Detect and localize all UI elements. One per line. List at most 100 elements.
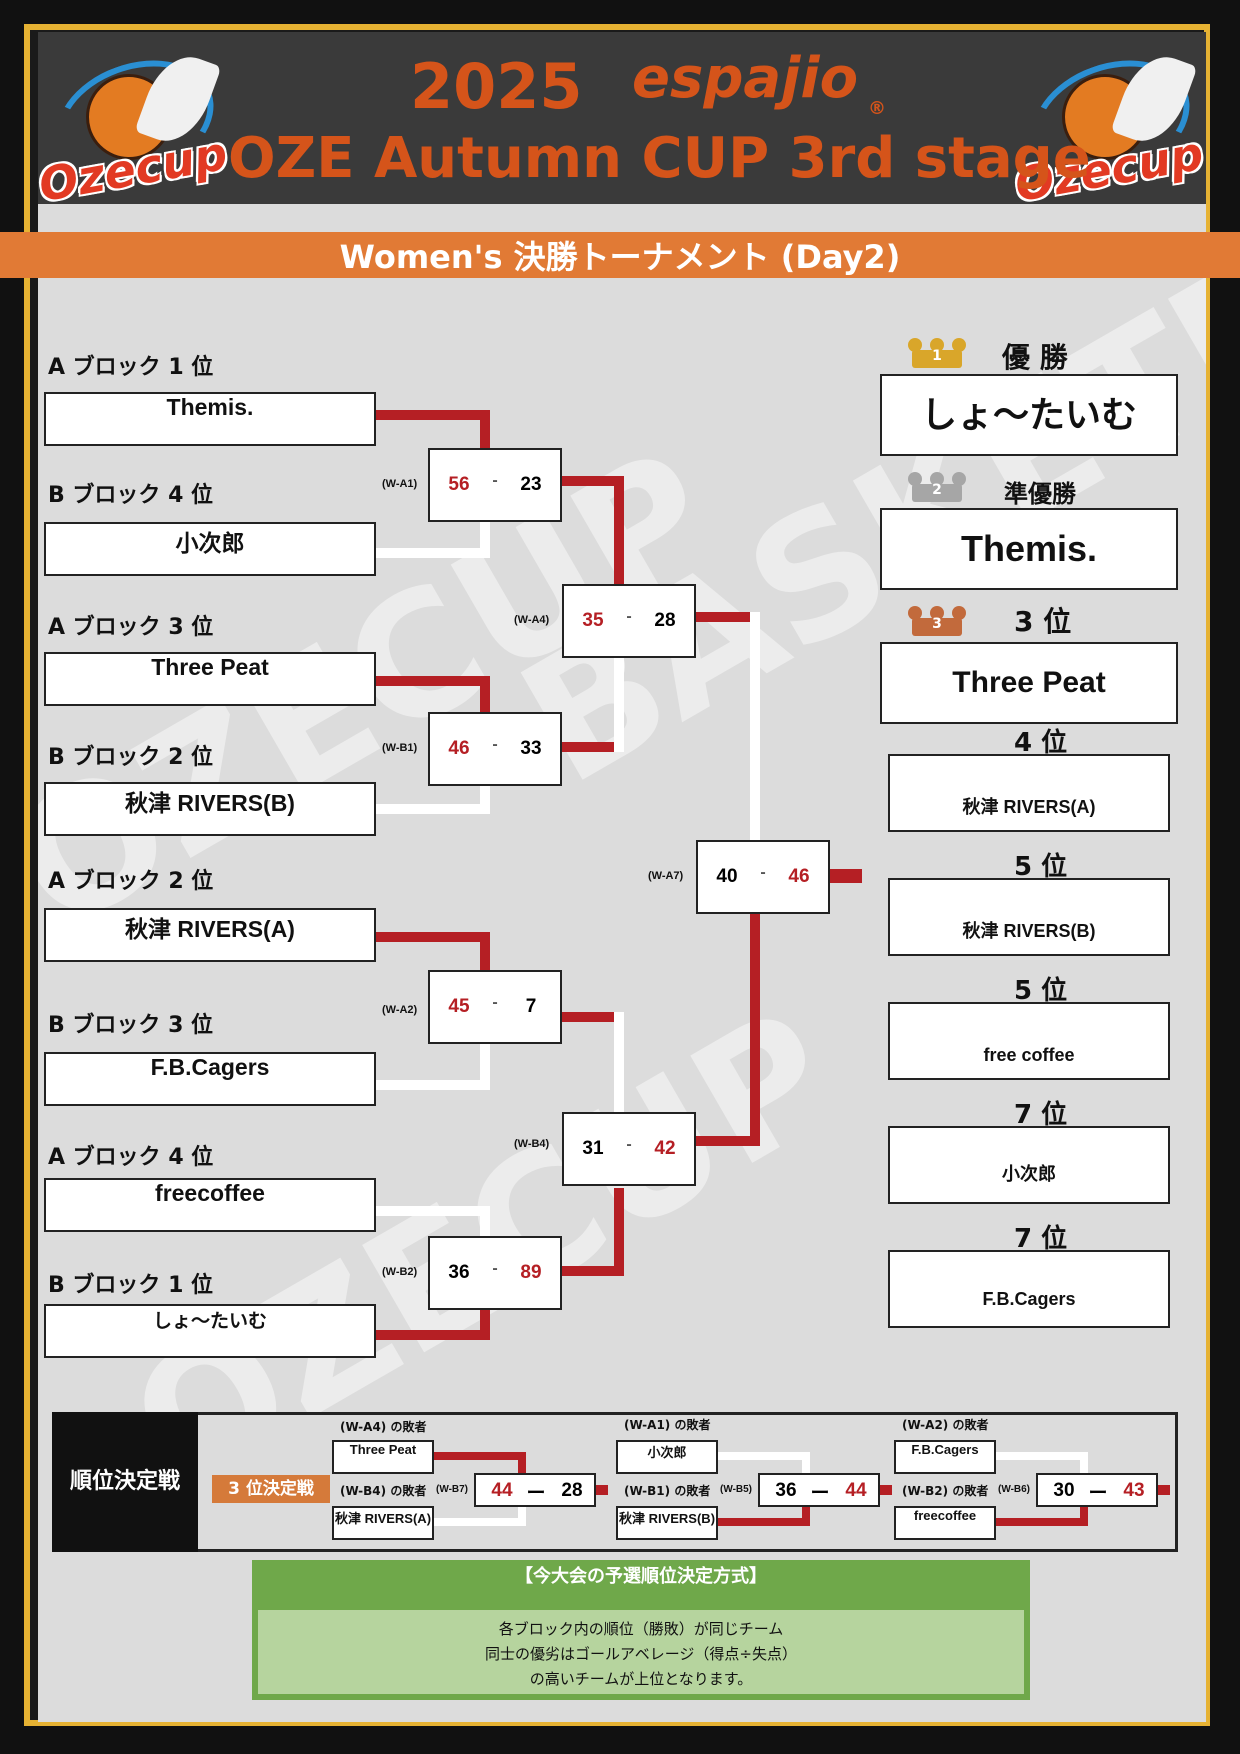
placement-match-id: (W-B7) xyxy=(436,1484,469,1495)
bracket-line-lose xyxy=(376,804,490,814)
header-bar xyxy=(38,32,1206,204)
placement-team: 秋津 RIVERS(A) xyxy=(332,1506,434,1540)
placement-line-win xyxy=(1158,1485,1170,1495)
rank-title: 5 位 xyxy=(1014,852,1068,882)
rank-box: 秋津 RIVERS(A) xyxy=(888,754,1170,832)
silver-crown-icon: 2 xyxy=(908,472,966,502)
bracket-line-lose xyxy=(480,1044,490,1090)
team-box: freecoffee xyxy=(44,1178,376,1232)
bracket-line-lose xyxy=(614,1012,624,1114)
seed-label: B ブロック 4 位 xyxy=(48,483,214,508)
seed-label: A ブロック 1 位 xyxy=(48,355,214,380)
placement-line-win xyxy=(1080,1504,1088,1526)
placement-source-label: (W-A1) の敗者 xyxy=(624,1418,711,1432)
rank-title: 5 位 xyxy=(1014,976,1068,1006)
seed-label: A ブロック 4 位 xyxy=(48,1145,214,1170)
champion-line xyxy=(830,869,862,883)
rank-box: 秋津 RIVERS(B) xyxy=(888,878,1170,956)
placement-line-win xyxy=(802,1504,810,1526)
ranking-rule-line: 同士の優劣はゴールアベレージ（得点÷失点） xyxy=(485,1645,797,1663)
placement-line-lose xyxy=(996,1452,1088,1460)
placement-line-lose xyxy=(718,1452,810,1460)
bracket-line-lose xyxy=(614,658,624,752)
bracket-line-win xyxy=(562,742,624,752)
rank-box: F.B.Cagers xyxy=(888,1250,1170,1328)
bracket-line-win xyxy=(562,476,624,486)
placement-line-lose xyxy=(434,1518,526,1526)
ozecup-logo-right: Ozecup xyxy=(1011,39,1207,212)
placement-match-id: (W-B5) xyxy=(720,1484,753,1495)
placement-line-win xyxy=(434,1452,526,1460)
placement-line-win xyxy=(518,1452,526,1474)
match-id: (W-A4) xyxy=(514,614,550,626)
bracket-line-win xyxy=(480,932,490,970)
header-brand: espajio xyxy=(632,46,859,111)
bracket-line-win xyxy=(480,676,490,714)
placement-team: freecoffee xyxy=(894,1506,996,1540)
runner-up-box: Themis. xyxy=(880,508,1178,590)
bronze-crown-icon: 3 xyxy=(908,606,966,636)
bracket-line-win xyxy=(696,1136,760,1146)
match-score-w-a2: 45-7 xyxy=(428,970,562,1044)
bracket-line-win xyxy=(750,910,760,1146)
match-id: (W-B4) xyxy=(514,1138,550,1150)
header-title: OZE Autumn CUP 3rd stage xyxy=(228,126,1091,191)
rank-box: free coffee xyxy=(888,1002,1170,1080)
match-score-w-a7: 40-46 xyxy=(696,840,830,914)
placement-source-label: (W-B1) の敗者 xyxy=(624,1484,711,1498)
bracket-line-win xyxy=(696,612,760,622)
bracket-line-win xyxy=(376,932,490,942)
rank-title: 4 位 xyxy=(1014,728,1068,758)
placement-line-win xyxy=(880,1485,892,1495)
ranking-rule-line: 各ブロック内の順位（勝敗）が同じチーム xyxy=(498,1620,784,1638)
seed-label: A ブロック 3 位 xyxy=(48,615,214,640)
placement-source-label: (W-A4) の敗者 xyxy=(340,1420,427,1434)
match-score-w-b2: 36-89 xyxy=(428,1236,562,1310)
seed-label: B ブロック 2 位 xyxy=(48,745,214,770)
placement-source-label: (W-A2) の敗者 xyxy=(902,1418,989,1432)
bracket-line-lose xyxy=(376,1206,490,1216)
ranking-rule-line: の高いチームが上位となります。 xyxy=(529,1670,753,1688)
match-id: (W-A7) xyxy=(648,870,684,882)
placement-source-label: (W-B2) の敗者 xyxy=(902,1484,989,1498)
match-score-w-b1: 46-33 xyxy=(428,712,562,786)
bracket-line-win xyxy=(614,1188,624,1276)
team-box: 秋津 RIVERS(A) xyxy=(44,908,376,962)
placement-line-win xyxy=(718,1518,810,1526)
gold-crown-icon: 1 xyxy=(908,338,966,368)
bracket-line-lose xyxy=(376,1080,490,1090)
placement-line-lose xyxy=(518,1504,526,1526)
team-box: 秋津 RIVERS(B) xyxy=(44,782,376,836)
title-banner xyxy=(0,232,1240,278)
rank-title: 3 位 xyxy=(1014,605,1072,638)
team-box: 小次郎 xyxy=(44,522,376,576)
placement-team: 秋津 RIVERS(B) xyxy=(616,1506,718,1540)
seed-label: B ブロック 1 位 xyxy=(48,1273,214,1298)
bracket-line-lose xyxy=(376,548,490,558)
match-id: (W-A1) xyxy=(382,478,418,490)
rank-title: 7 位 xyxy=(1014,1100,1068,1130)
match-score-w-a4: 35-28 xyxy=(562,584,696,658)
ozecup-logo-left: Ozecup xyxy=(35,39,231,212)
match-id: (W-A2) xyxy=(382,1004,418,1016)
bracket-line-lose xyxy=(480,522,490,558)
placement-line-win xyxy=(596,1485,608,1495)
match-id: (W-B1) xyxy=(382,742,418,754)
placement-line-lose xyxy=(802,1452,810,1474)
placement-line-win xyxy=(996,1518,1088,1526)
team-box: しょ〜たいむ xyxy=(44,1304,376,1358)
match-score-w-a1: 56-23 xyxy=(428,448,562,522)
placement-line-lose xyxy=(1080,1452,1088,1474)
team-box: Themis. xyxy=(44,392,376,446)
third-place-box: Three Peat xyxy=(880,642,1178,724)
bracket-line-win xyxy=(614,476,624,588)
team-box: F.B.Cagers xyxy=(44,1052,376,1106)
placement-source-label: (W-B4) の敗者 xyxy=(340,1484,427,1498)
bracket-line-win xyxy=(562,1266,624,1276)
bracket-line-win xyxy=(480,410,490,448)
bracket-line-win xyxy=(562,1012,624,1022)
registered-mark: ® xyxy=(868,98,886,119)
